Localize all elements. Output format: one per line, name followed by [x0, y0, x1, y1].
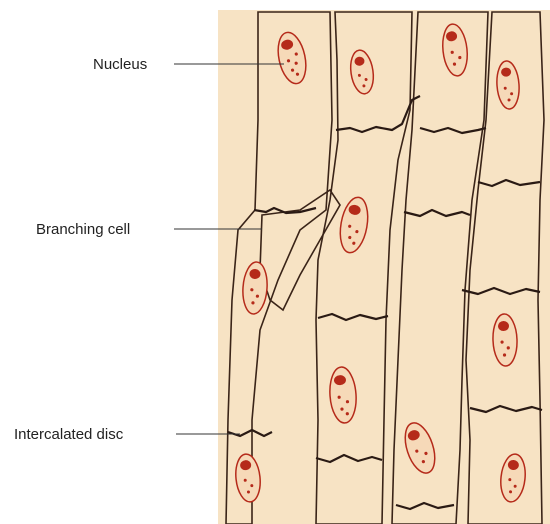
label-branching-cell: Branching cell — [36, 221, 130, 238]
label-nucleus: Nucleus — [93, 56, 147, 73]
label-intercalated-disc: Intercalated disc — [14, 426, 124, 443]
